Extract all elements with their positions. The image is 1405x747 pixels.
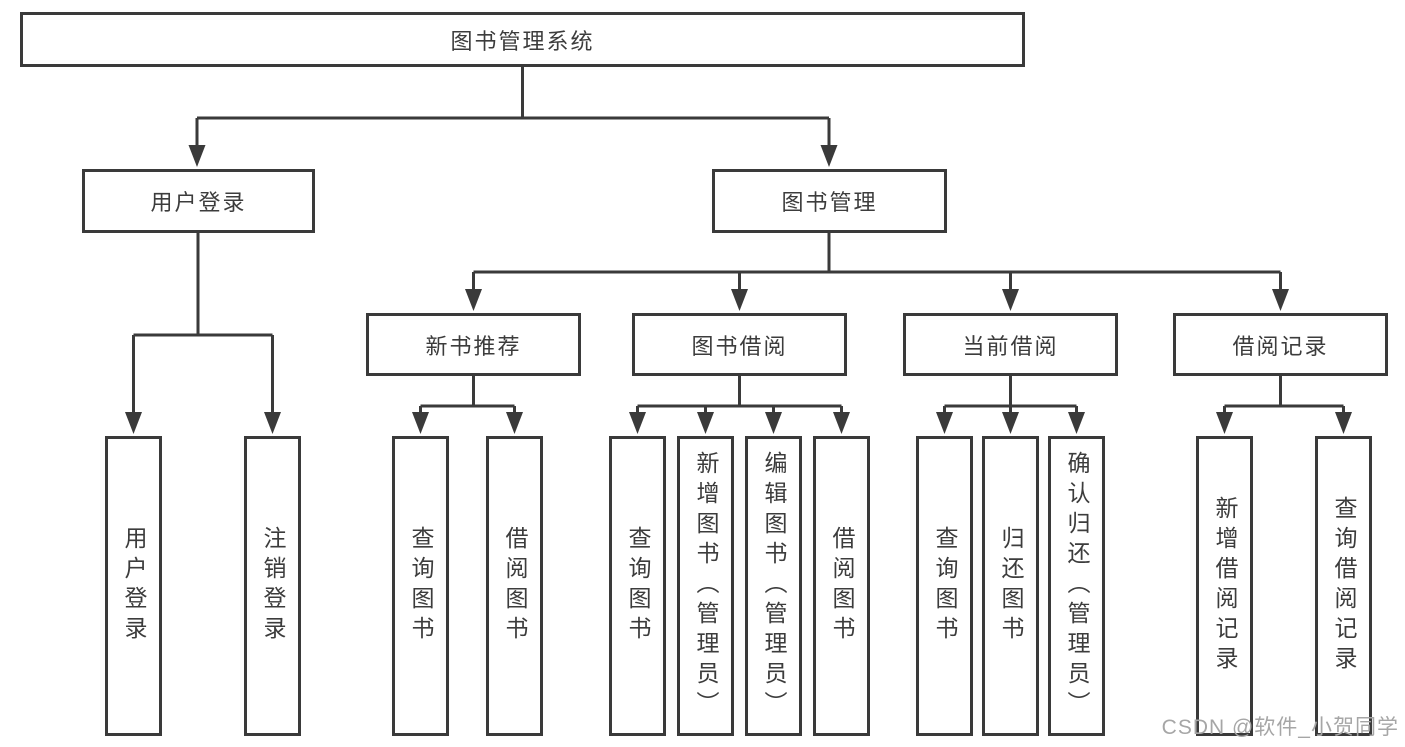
leaf-logout: 注销登录: [244, 436, 301, 736]
leaf-nbr-query-book: 查询图书: [392, 436, 449, 736]
node-root: 图书管理系统: [20, 12, 1025, 67]
node-borrow-records: 借阅记录: [1173, 313, 1388, 376]
leaf-br-add-record: 新增借阅记录: [1196, 436, 1253, 736]
node-current-borrow: 当前借阅: [903, 313, 1118, 376]
leaf-cb-confirm-return: 确认归还（管理员）: [1048, 436, 1105, 736]
leaf-br-query-record: 查询借阅记录: [1315, 436, 1372, 736]
node-new-book-recommend: 新书推荐: [366, 313, 581, 376]
leaf-cb-return-book: 归还图书: [982, 436, 1039, 736]
leaf-cb-query-book: 查询图书: [916, 436, 973, 736]
leaf-nbr-borrow-book: 借阅图书: [486, 436, 543, 736]
leaf-bb-query-book: 查询图书: [609, 436, 666, 736]
leaf-bb-add-book: 新增图书（管理员）: [677, 436, 734, 736]
leaf-bb-borrow-book: 借阅图书: [813, 436, 870, 736]
node-user-login: 用户登录: [82, 169, 315, 233]
leaf-user-login: 用户登录: [105, 436, 162, 736]
leaf-bb-edit-book: 编辑图书（管理员）: [745, 436, 802, 736]
node-book-borrow: 图书借阅: [632, 313, 847, 376]
node-book-management: 图书管理: [712, 169, 947, 233]
